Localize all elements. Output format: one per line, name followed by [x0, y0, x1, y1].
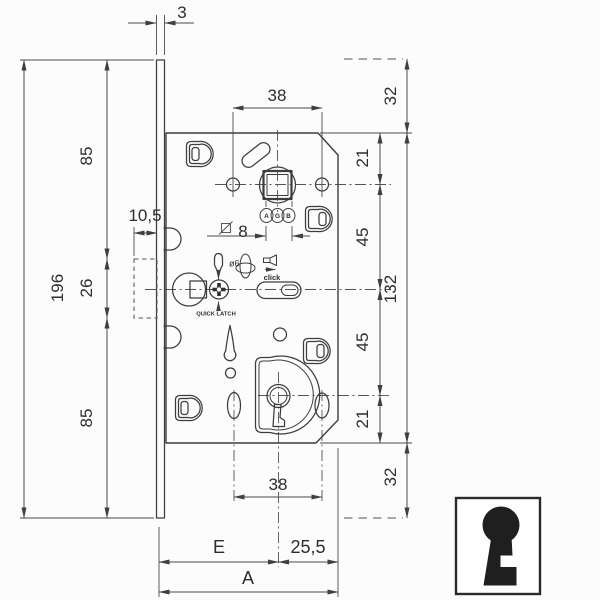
keyhole-logo — [454, 496, 542, 596]
spindle-hub-circle — [258, 166, 297, 204]
lock-outline — [155, 59, 339, 519]
quick-latch-adjuster: QUICK LATCH — [196, 279, 236, 318]
dim-center-to-keyhole: 45 — [353, 333, 372, 352]
logo-keyhole-head — [482, 506, 520, 544]
extension-lines — [20, 15, 412, 597]
guide-pin — [213, 252, 224, 275]
dim-bottom-hole-spacing: 38 — [269, 475, 288, 494]
brand-letter-a: A — [264, 213, 269, 220]
pin-diameter-label: ø6 — [229, 259, 240, 269]
dim-plate-bottom-section: 85 — [77, 409, 96, 428]
keyhole-circle-outer — [266, 383, 291, 409]
dim-plate-length: 196 — [48, 274, 67, 302]
dim-bottom-overhang: 32 — [381, 468, 400, 487]
dimension-lines — [21, 20, 410, 595]
dim-body-top-to-spindle: 21 — [353, 149, 372, 168]
faceplate-clip-bottom — [163, 325, 182, 349]
teardrop-spring — [223, 324, 237, 362]
faceplate-clip-top — [163, 227, 182, 251]
latch-bolt-notch — [189, 280, 208, 299]
reversing-clover — [235, 253, 256, 279]
click-indicator: click — [263, 254, 282, 282]
spring-cylinder — [241, 142, 271, 168]
dim-plate-thickness: 3 — [177, 3, 186, 22]
latch-bolt — [171, 272, 207, 307]
dimension-labels: 3 38 32 85 21 10,5 45 26 196 132 45 85 2… — [48, 3, 400, 588]
dim-body-height: 132 — [381, 275, 400, 303]
dim-latch-offset: 10,5 — [128, 206, 161, 225]
keyhole-assembly — [254, 355, 321, 435]
dim-plate-top-section: 85 — [77, 147, 96, 166]
dim-spindle-size: 8 — [238, 222, 247, 241]
quick-latch-label: QUICK LATCH — [196, 312, 236, 318]
dim-spindle-to-center: 45 — [353, 228, 372, 247]
fixing-hole-top-left — [185, 140, 214, 168]
lever-slot-inner — [281, 284, 299, 296]
dim-backset: E — [213, 537, 225, 557]
brand-oval-b — [281, 208, 296, 223]
dim-keyhole-to-body-bottom: 21 — [353, 410, 372, 429]
small-hole-left — [224, 367, 237, 379]
keyhole-stem — [272, 403, 286, 428]
lock-features: A G B ø6 click QUICK LATCH — [133, 140, 333, 435]
faceplate — [155, 59, 166, 519]
brand-oval-a — [259, 208, 274, 223]
dim-overall-depth: A — [242, 568, 254, 588]
spindle-square-outer — [262, 169, 293, 201]
brand-badge: A G B — [259, 208, 296, 223]
click-label: click — [264, 273, 282, 282]
spindle-square-inner — [266, 174, 289, 196]
brand-letter-b: B — [286, 213, 291, 220]
latch-projection-box — [133, 258, 158, 319]
logo-keyhole-stem — [483, 536, 517, 586]
fixing-hole-mid-right — [304, 205, 333, 233]
spindle-size-callout: 8 — [218, 221, 248, 241]
lever-slot — [256, 281, 302, 300]
oval-hole-left — [226, 391, 242, 420]
brand-letter-g: G — [275, 213, 280, 220]
small-hole-right — [272, 327, 288, 342]
fixing-hole-bottom-left — [174, 394, 203, 422]
dim-keyhole-offset: 25,5 — [290, 537, 325, 557]
dim-latch-box-height: 26 — [77, 279, 96, 298]
square-section-symbol — [221, 223, 231, 233]
fixing-hole-lower-right — [302, 337, 331, 365]
lock-body — [165, 132, 339, 444]
oval-hole-right — [314, 392, 330, 419]
brand-oval-g — [270, 208, 285, 223]
dim-top-hole-spacing: 38 — [268, 86, 287, 105]
dim-top-overhang: 32 — [381, 87, 400, 106]
